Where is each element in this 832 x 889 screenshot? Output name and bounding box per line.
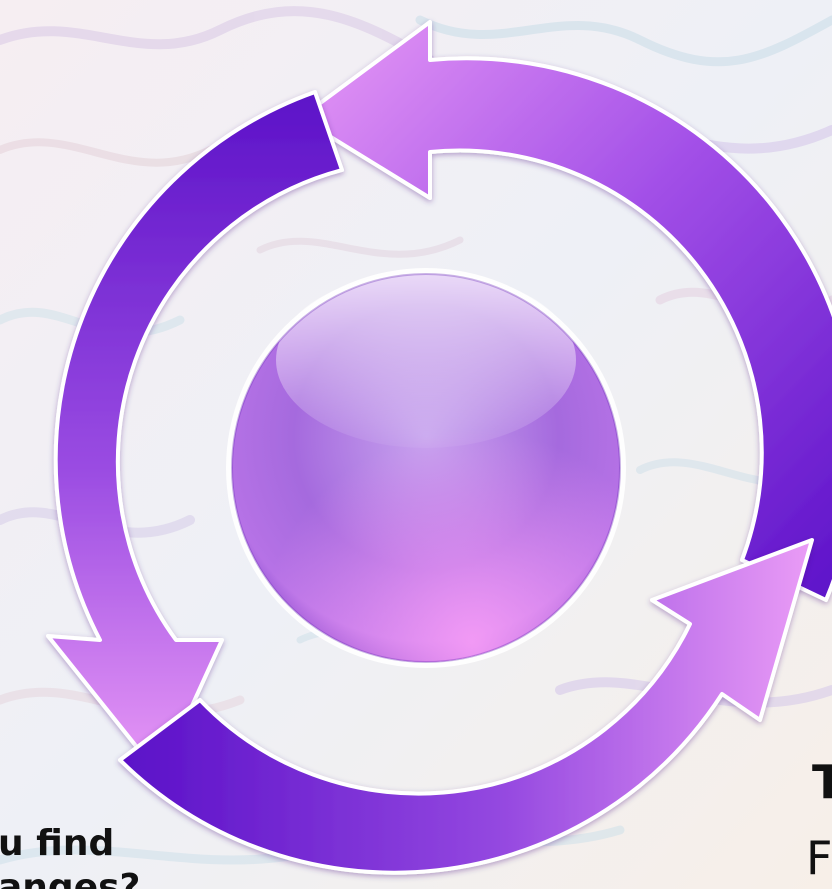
left-caption-line1: u find: [0, 822, 140, 866]
center-sphere: [226, 268, 626, 668]
right-caption-line2: F: [806, 836, 832, 880]
left-caption-line2: anges?: [0, 866, 140, 889]
right-caption-line1: T: [812, 760, 832, 804]
left-caption: u find anges?: [0, 822, 140, 889]
